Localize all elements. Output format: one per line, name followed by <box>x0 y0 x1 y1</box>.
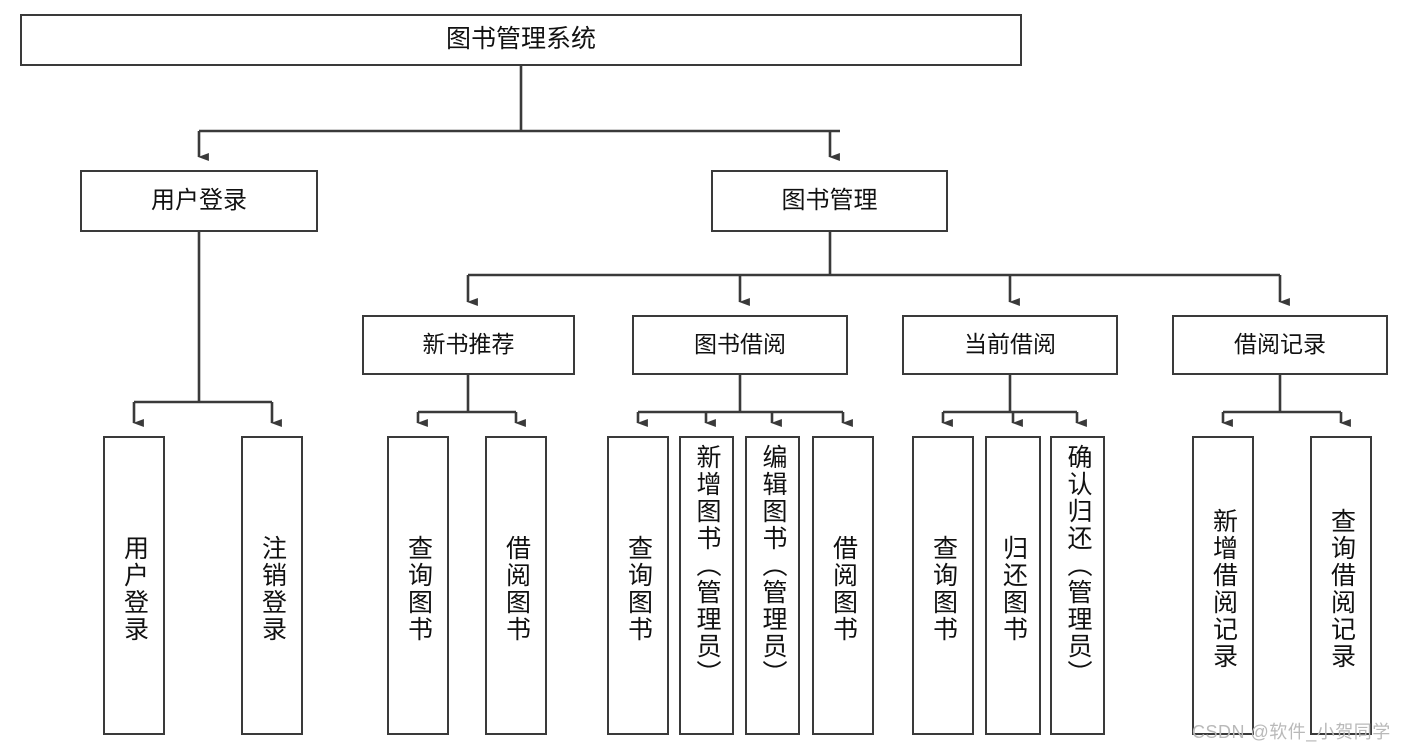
node-current-borrow[interactable]: 当前借阅 <box>902 315 1118 375</box>
node-new-book-rec[interactable]: 新书推荐 <box>362 315 575 375</box>
leaf-edit-book-label: 编辑图书（管理员） <box>759 444 787 687</box>
leaf-edit-book[interactable]: 编辑图书（管理员） <box>745 436 800 735</box>
node-book-borrow-label: 图书借阅 <box>694 331 786 358</box>
node-current-borrow-label: 当前借阅 <box>964 331 1056 358</box>
leaf-query-borrow-record-label: 查询借阅记录 <box>1327 507 1356 670</box>
node-book-manage-label: 图书管理 <box>781 186 878 214</box>
leaf-add-borrow-record-label: 新增借阅记录 <box>1209 507 1238 670</box>
leaf-borrow-book[interactable]: 借阅图书 <box>812 436 874 735</box>
leaf-logout[interactable]: 注销登录 <box>241 436 303 735</box>
leaf-query-book-recommend-label: 查询图书 <box>404 534 433 643</box>
leaf-borrow-book-label: 借阅图书 <box>829 534 858 643</box>
leaf-query-book-current[interactable]: 查询图书 <box>912 436 974 735</box>
leaf-return-book[interactable]: 归还图书 <box>985 436 1041 735</box>
leaf-logout-label: 注销登录 <box>258 534 287 643</box>
leaf-borrow-book-recommend[interactable]: 借阅图书 <box>485 436 547 735</box>
leaf-confirm-return[interactable]: 确认归还（管理员） <box>1050 436 1105 735</box>
node-user-login-label: 用户登录 <box>151 186 247 214</box>
node-root[interactable]: 图书管理系统 <box>20 14 1022 66</box>
node-root-label: 图书管理系统 <box>445 25 596 54</box>
leaf-query-book-borrow[interactable]: 查询图书 <box>607 436 669 735</box>
leaf-borrow-book-recommend-label: 借阅图书 <box>502 534 531 643</box>
leaf-confirm-return-label: 确认归还（管理员） <box>1064 444 1092 687</box>
leaf-user-login[interactable]: 用户登录 <box>103 436 165 735</box>
node-borrow-record[interactable]: 借阅记录 <box>1172 315 1388 375</box>
node-new-book-rec-label: 新书推荐 <box>422 331 515 358</box>
leaf-add-book-label: 新增图书（管理员） <box>693 444 721 687</box>
leaf-return-book-label: 归还图书 <box>999 534 1028 643</box>
node-user-login[interactable]: 用户登录 <box>80 170 318 232</box>
node-book-borrow[interactable]: 图书借阅 <box>632 315 848 375</box>
node-borrow-record-label: 借阅记录 <box>1234 331 1326 358</box>
leaf-add-book[interactable]: 新增图书（管理员） <box>679 436 734 735</box>
node-book-manage[interactable]: 图书管理 <box>711 170 948 232</box>
leaf-add-borrow-record[interactable]: 新增借阅记录 <box>1192 436 1254 735</box>
leaf-query-book-borrow-label: 查询图书 <box>624 534 653 643</box>
csdn-watermark: CSDN @软件_小贺同学 <box>1192 722 1391 742</box>
leaf-user-login-label: 用户登录 <box>120 534 149 643</box>
leaf-query-borrow-record[interactable]: 查询借阅记录 <box>1310 436 1372 735</box>
leaf-query-book-current-label: 查询图书 <box>929 534 958 643</box>
leaf-query-book-recommend[interactable]: 查询图书 <box>387 436 449 735</box>
